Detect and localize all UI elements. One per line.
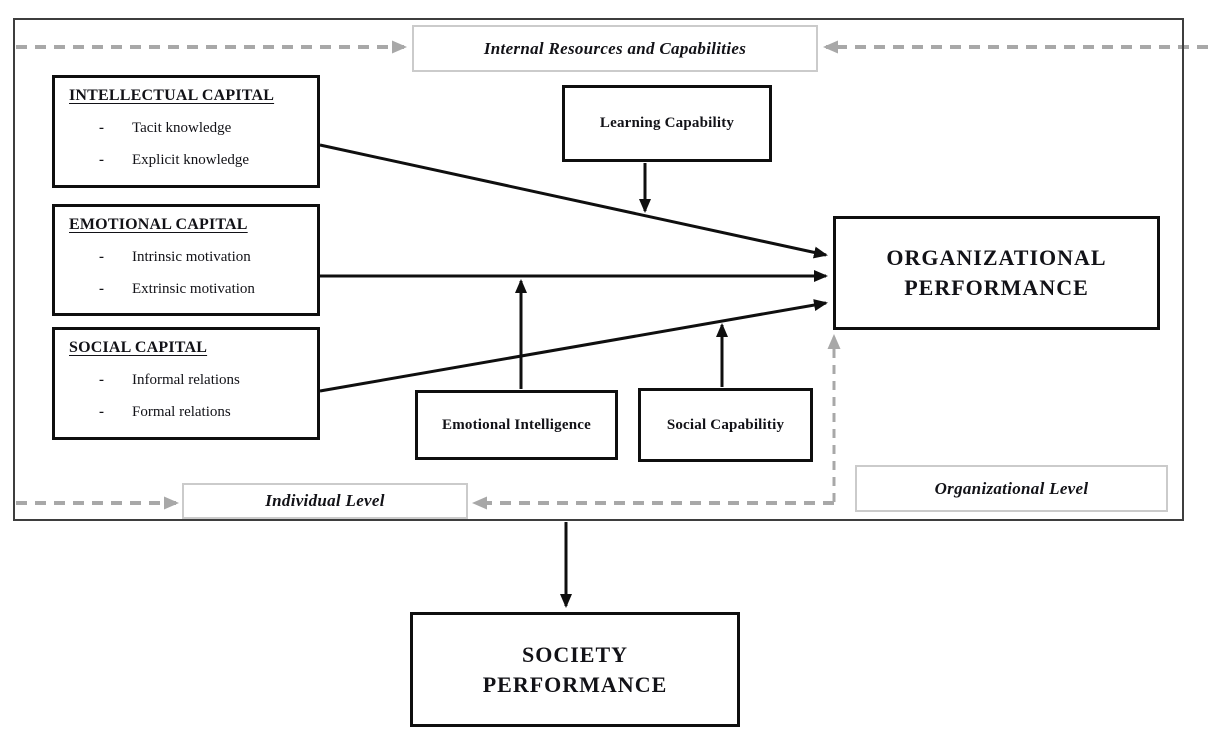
dash-bullet: - bbox=[99, 404, 104, 420]
emotional-intelligence-box: Emotional Intelligence bbox=[415, 390, 618, 460]
organizational-performance-label: ORGANIZATIONAL PERFORMANCE bbox=[886, 245, 1107, 300]
internal-resources-label-box: Internal Resources and Capabilities bbox=[412, 25, 818, 72]
organizational-level-label-box: Organizational Level bbox=[855, 465, 1168, 512]
capital-item-label: Formal relations bbox=[132, 404, 231, 420]
individual-level-label-box: Individual Level bbox=[182, 483, 468, 519]
capital-item-label: Informal relations bbox=[132, 372, 240, 388]
intellectual-capital-title: INTELLECTUAL CAPITAL bbox=[69, 87, 275, 104]
dash-bullet: - bbox=[99, 249, 104, 265]
capital-item-label: Tacit knowledge bbox=[132, 120, 232, 136]
organizational-level-label: Organizational Level bbox=[934, 478, 1089, 498]
capital-item: - Intrinsic motivation bbox=[99, 248, 317, 266]
society-performance-label: SOCIETY PERFORMANCE bbox=[482, 641, 668, 697]
capital-item: - Informal relations bbox=[99, 371, 317, 389]
society-performance-box: SOCIETY PERFORMANCE bbox=[410, 612, 740, 727]
learning-capability-box: Learning Capability bbox=[562, 85, 772, 162]
dash-bullet: - bbox=[99, 152, 104, 168]
social-capability-box: Social Capabilitiy bbox=[638, 388, 813, 462]
capital-item: - Explicit knowledge bbox=[99, 151, 317, 169]
social-capability-label: Social Capabilitiy bbox=[666, 416, 785, 433]
internal-resources-label: Internal Resources and Capabilities bbox=[483, 38, 747, 58]
individual-level-label: Individual Level bbox=[265, 491, 385, 510]
emotional-intelligence-label: Emotional Intelligence bbox=[442, 416, 591, 433]
capital-item-label: Intrinsic motivation bbox=[132, 249, 251, 265]
dash-bullet: - bbox=[99, 372, 104, 388]
dash-bullet: - bbox=[99, 120, 104, 136]
social-capital-title: SOCIAL CAPITAL bbox=[69, 339, 208, 356]
capital-item-label: Extrinsic motivation bbox=[132, 281, 255, 297]
capital-item: - Tacit knowledge bbox=[99, 119, 317, 137]
capital-item: - Extrinsic motivation bbox=[99, 280, 317, 298]
social-capital-box: SOCIAL CAPITAL - Informal relations - Fo… bbox=[52, 327, 320, 440]
capital-item-label: Explicit knowledge bbox=[132, 152, 250, 168]
emotional-capital-title: EMOTIONAL CAPITAL bbox=[69, 216, 248, 233]
model-frame bbox=[13, 18, 1184, 521]
organizational-performance-box: ORGANIZATIONAL PERFORMANCE bbox=[833, 216, 1160, 330]
learning-capability-label: Learning Capability bbox=[599, 115, 735, 131]
capital-item: - Formal relations bbox=[99, 403, 317, 421]
emotional-capital-box: EMOTIONAL CAPITAL - Intrinsic motivation… bbox=[52, 204, 320, 316]
intellectual-capital-box: INTELLECTUAL CAPITAL - Tacit knowledge -… bbox=[52, 75, 320, 188]
dash-bullet: - bbox=[99, 281, 104, 297]
